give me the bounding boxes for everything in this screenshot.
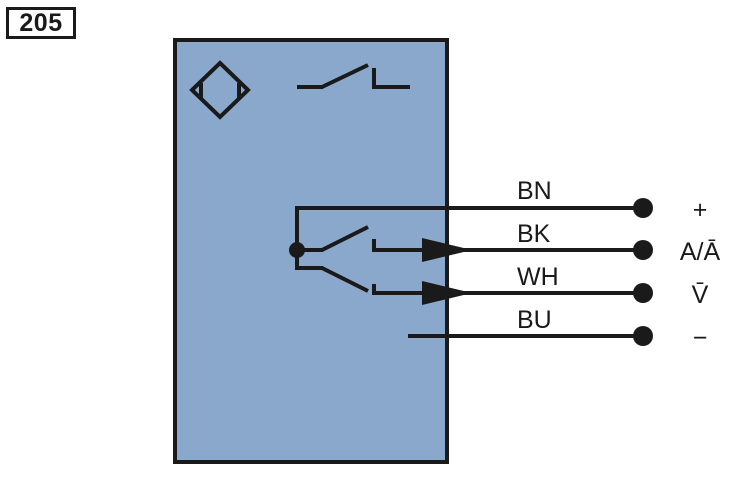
- terminal-dot-bk: [633, 240, 653, 260]
- output-arrow-bk: [422, 238, 472, 262]
- normally-open-switch-icon: [297, 63, 410, 89]
- wire-label-bu: BU: [517, 306, 552, 334]
- terminal-dot-wh: [633, 283, 653, 303]
- output-arrow-wh: [422, 281, 472, 305]
- terminal-dot-bu: [633, 326, 653, 346]
- junction-dot: [289, 242, 305, 258]
- inductive-sensor-diamond-icon: [189, 60, 251, 120]
- wire-label-bk: BK: [517, 220, 551, 248]
- terminal-label-minus: −: [693, 324, 708, 352]
- terminal-label-output-v: V̄: [692, 281, 709, 309]
- wire-label-bn: BN: [517, 177, 552, 205]
- internal-circuit: [295, 206, 640, 338]
- wire-label-wh: WH: [517, 263, 559, 291]
- terminal-dot-bn: [633, 198, 653, 218]
- terminal-label-plus: +: [693, 196, 708, 224]
- terminal-label-output-a: A/Ā: [680, 238, 721, 266]
- figure-number: 205: [6, 7, 76, 39]
